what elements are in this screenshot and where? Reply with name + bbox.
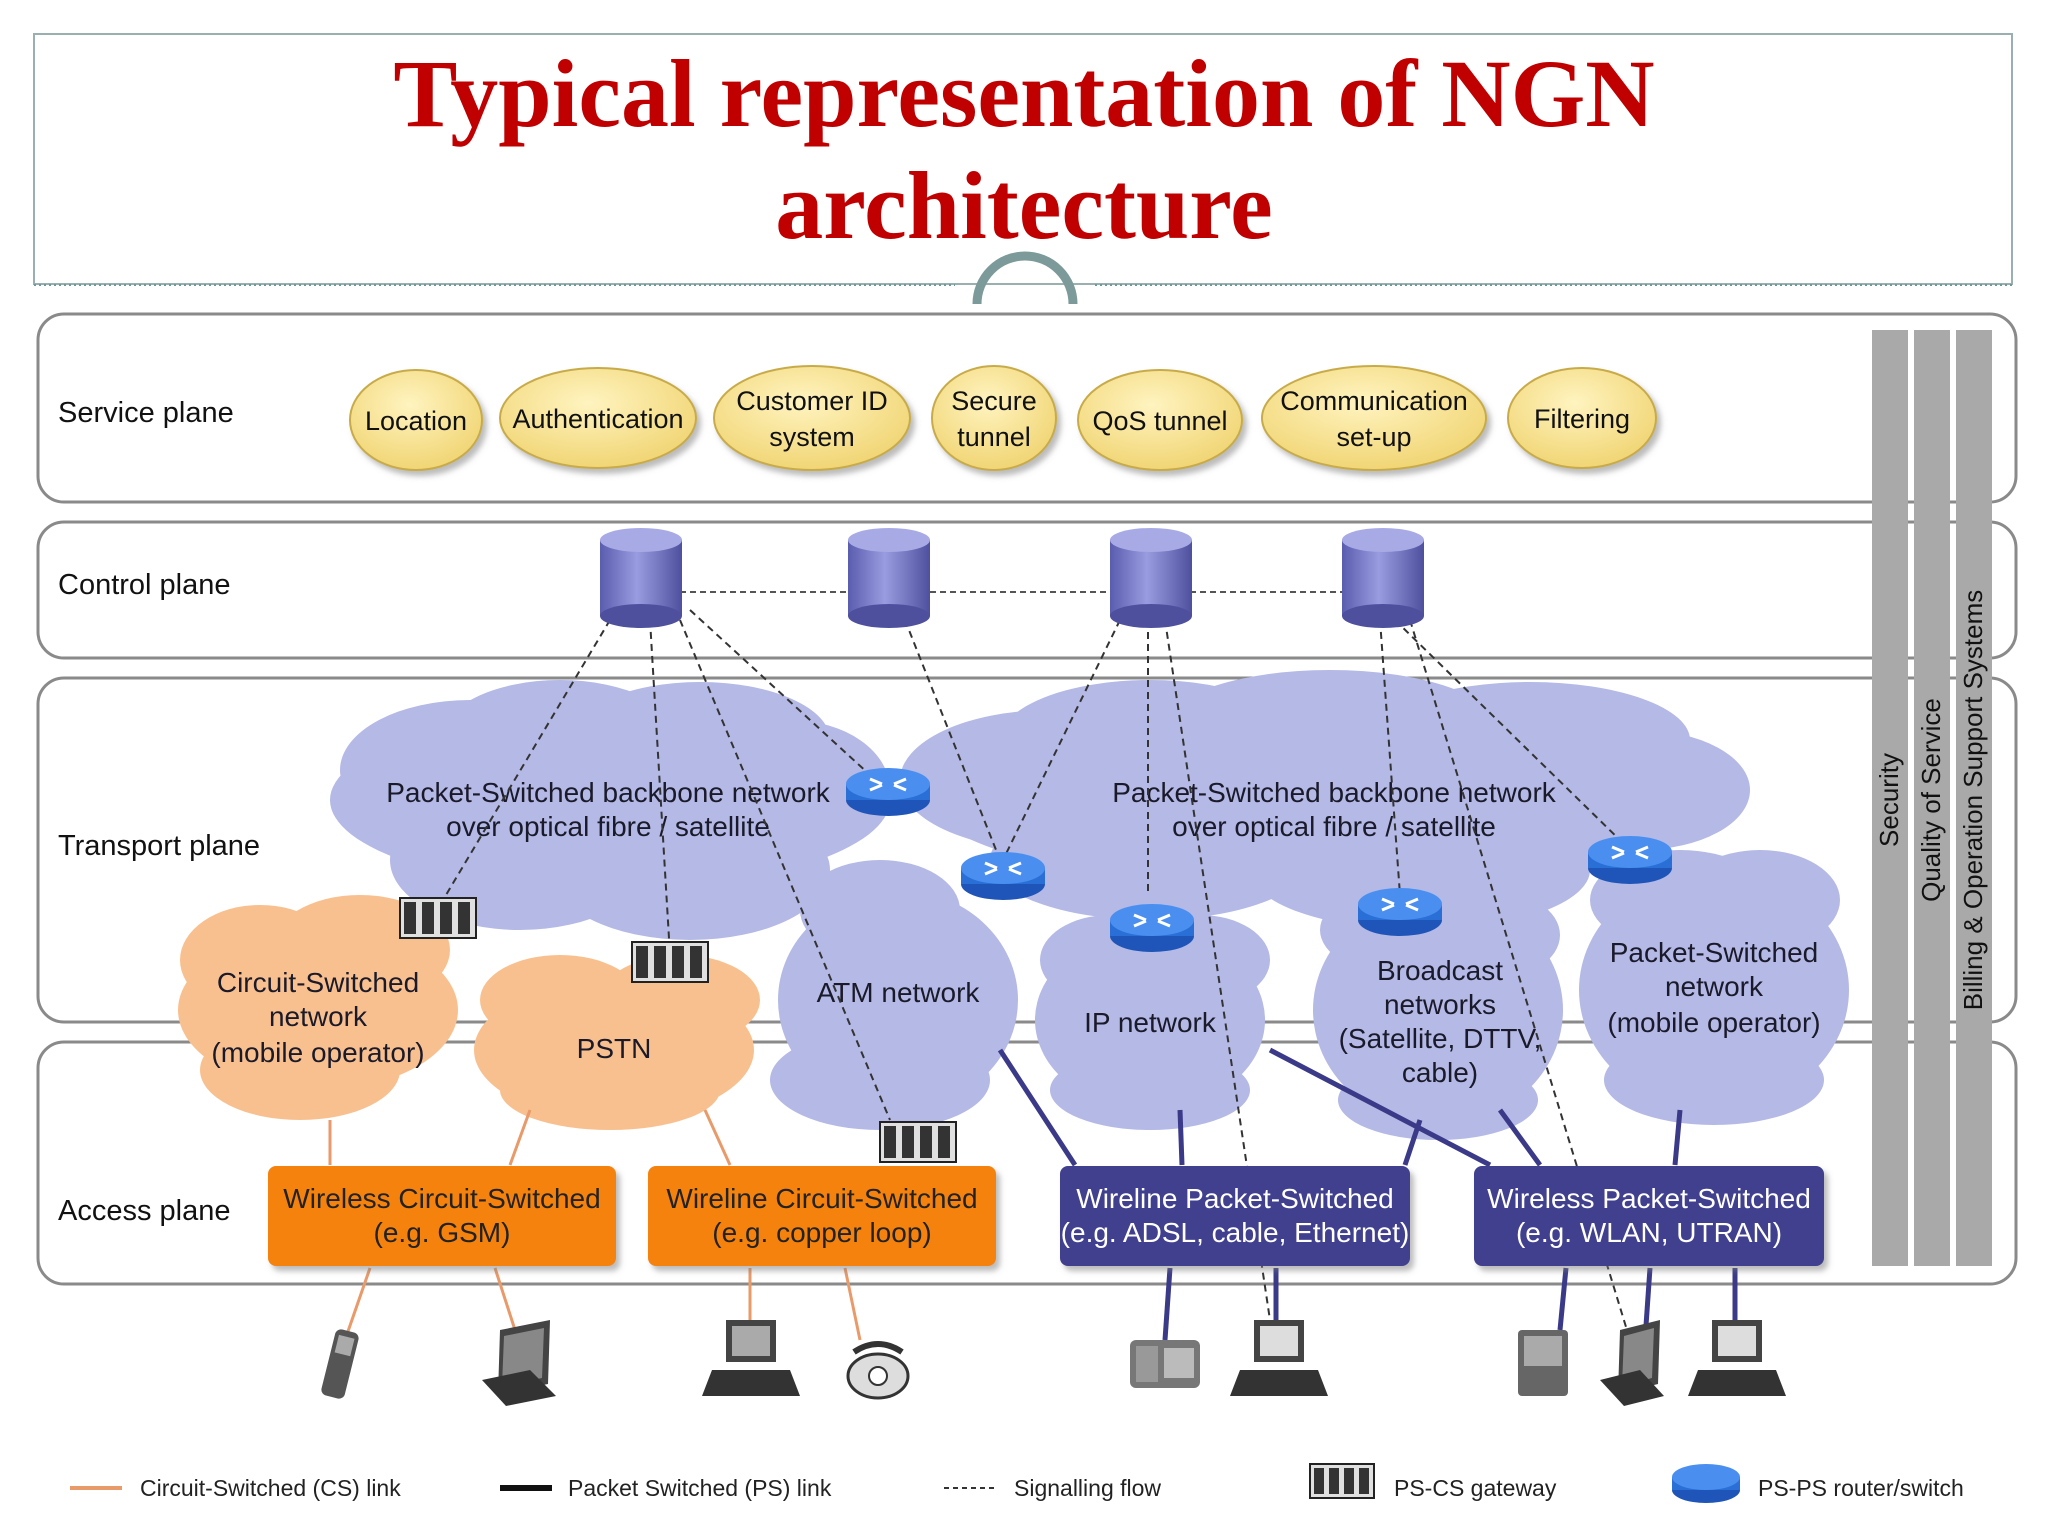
router-1 <box>846 768 930 816</box>
access-wireless-cs <box>268 1166 616 1266</box>
transport-plane-label: Transport plane <box>58 830 260 862</box>
pstn-label: PSTN <box>577 1033 652 1064</box>
access-wireline-cs-label-2: (e.g. copper loop) <box>712 1217 931 1248</box>
broadcast-label-2: networks <box>1384 989 1496 1020</box>
backbone-right-label-2: over optical fibre / satellite <box>1172 811 1496 842</box>
backbone-left-label-1: Packet-Switched backbone network <box>386 777 831 808</box>
ps-mobile-label-1: Packet-Switched <box>1610 937 1819 968</box>
legend: Circuit-Switched (CS) link Packet Switch… <box>70 1463 1964 1503</box>
desktop-computer-icon-1 <box>702 1320 800 1396</box>
gateway-2 <box>631 941 709 983</box>
header-frame <box>33 33 2013 285</box>
access-wireline-ps <box>1060 1166 1410 1266</box>
cs-links <box>328 1109 862 1341</box>
access-wireline-ps-label-2: (e.g. ADSL, cable, Ethernet) <box>1061 1217 1410 1248</box>
service-secure-tunnel <box>931 365 1057 471</box>
title-line-1: Typical representation of NGN <box>393 40 1655 147</box>
control-plane-label: Control plane <box>58 569 231 601</box>
pstn-cloud <box>474 955 760 1130</box>
service-secure-tunnel-label-2: tunnel <box>957 422 1031 452</box>
access-wireless-cs-label-2: (e.g. GSM) <box>374 1217 511 1248</box>
cs-mobile-label-2: network <box>269 1001 368 1032</box>
service-authentication <box>499 367 697 469</box>
service-location-label: Location <box>365 406 467 436</box>
broadcast-label-4: cable) <box>1402 1057 1478 1088</box>
access-wireline-ps-label-1: Wireline Packet-Switched <box>1076 1183 1393 1214</box>
desktop-computer-icon-3 <box>1688 1320 1786 1396</box>
side-bars <box>1872 330 1992 1266</box>
legend-router-icon <box>1672 1464 1740 1503</box>
backbone-cloud-right <box>900 670 1750 930</box>
gateway-1 <box>399 897 477 939</box>
legend-ps-link-label: Packet Switched (PS) link <box>568 1475 832 1501</box>
control-node-3 <box>1110 528 1192 628</box>
router-3 <box>1110 904 1194 952</box>
security-bar-label: Security <box>1874 753 1904 847</box>
atm-cloud <box>770 860 1018 1130</box>
service-authentication-label: Authentication <box>512 404 683 434</box>
service-qos-tunnel-label: QoS tunnel <box>1092 406 1227 436</box>
service-communication-setup-label-1: Communication <box>1280 386 1468 416</box>
broadcast-cloud <box>1313 885 1563 1140</box>
service-customer-id <box>713 365 911 471</box>
service-filtering-label: Filtering <box>1534 404 1630 434</box>
control-node-1 <box>600 528 682 628</box>
service-qos-tunnel <box>1077 369 1243 471</box>
legend-cs-link-label: Circuit-Switched (CS) link <box>140 1475 401 1501</box>
router-4 <box>1358 888 1442 936</box>
title-line-2: architecture <box>775 152 1273 259</box>
control-node-4 <box>1342 528 1424 628</box>
control-node-2 <box>848 528 930 628</box>
pda-icon <box>1518 1330 1568 1396</box>
desktop-computer-icon-2 <box>1230 1320 1328 1396</box>
legend-router-label: PS-PS router/switch <box>1758 1475 1964 1501</box>
billing-bar-label: Billing & Operation Support Systems <box>1958 590 1988 1011</box>
access-plane-label: Access plane <box>58 1195 231 1227</box>
service-customer-id-label-2: system <box>769 422 855 452</box>
service-secure-tunnel-label-1: Secure <box>951 386 1037 416</box>
access-wireless-ps-label-1: Wireless Packet-Switched <box>1487 1183 1811 1214</box>
ps-mobile-cloud <box>1579 850 1849 1125</box>
service-customer-id-label-1: Customer ID <box>736 386 888 416</box>
service-communication-setup <box>1261 365 1487 471</box>
legend-gateway-label: PS-CS gateway <box>1394 1475 1557 1501</box>
header-ring-ornament <box>972 251 1078 305</box>
backbone-cloud-left <box>330 680 890 940</box>
backbone-right-label-1: Packet-Switched backbone network <box>1112 777 1557 808</box>
legend-signalling-label: Signalling flow <box>1014 1475 1161 1501</box>
cs-mobile-cloud <box>178 895 458 1120</box>
atm-label: ATM network <box>817 977 981 1008</box>
cs-mobile-label-1: Circuit-Switched <box>217 967 419 998</box>
gateway-3 <box>879 1121 957 1163</box>
access-wireline-cs <box>648 1166 996 1266</box>
telephone-icon-2 <box>1130 1340 1200 1388</box>
service-location <box>349 369 483 471</box>
backbone-left-label-2: over optical fibre / satellite <box>446 811 770 842</box>
ps-mobile-label-2: network <box>1665 971 1764 1002</box>
legend-gateway-icon <box>1309 1463 1375 1499</box>
laptop-icon <box>482 1320 556 1406</box>
ip-label: IP network <box>1084 1007 1217 1038</box>
broadcast-label-1: Broadcast <box>1377 955 1503 986</box>
cs-mobile-label-3: (mobile operator) <box>211 1037 424 1068</box>
router-2 <box>961 852 1045 900</box>
qos-bar-label: Quality of Service <box>1916 698 1946 902</box>
ip-cloud <box>1035 915 1270 1130</box>
access-wireless-cs-label-1: Wireless Circuit-Switched <box>283 1183 600 1214</box>
access-wireless-ps-label-2: (e.g. WLAN, UTRAN) <box>1516 1217 1782 1248</box>
control-plane-band <box>36 520 2018 660</box>
mobile-phone-icon <box>321 1329 359 1399</box>
service-plane-label: Service plane <box>58 397 234 429</box>
access-wireless-ps <box>1474 1166 1824 1266</box>
telephone-icon-1 <box>846 1341 910 1400</box>
laptop-icon-2 <box>1600 1320 1664 1406</box>
ps-mobile-label-3: (mobile operator) <box>1607 1007 1820 1038</box>
router-5 <box>1588 836 1672 884</box>
access-wireline-cs-label-1: Wireline Circuit-Switched <box>666 1183 977 1214</box>
slide-title: Typical representation of NGN architectu… <box>0 38 2048 262</box>
service-communication-setup-label-2: set-up <box>1336 422 1411 452</box>
service-filtering <box>1507 367 1657 469</box>
broadcast-label-3: (Satellite, DTTV, <box>1339 1023 1542 1054</box>
